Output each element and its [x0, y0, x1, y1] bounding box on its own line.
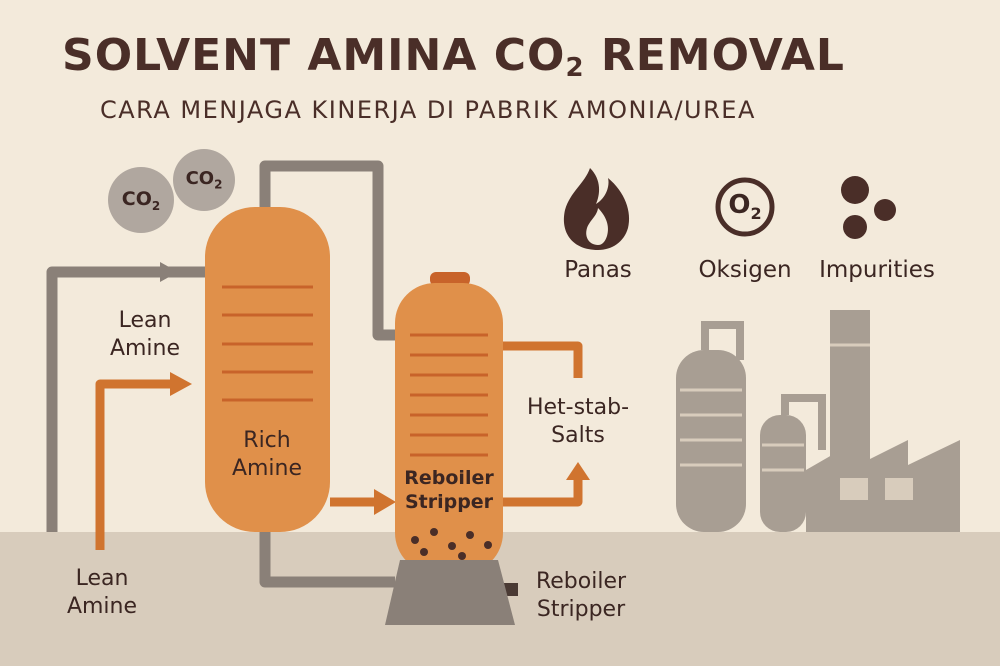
stripper-cap	[430, 272, 470, 286]
co2-bubble-1	[108, 167, 174, 233]
page-title: SOLVENT AMINA CO2 REMOVAL	[62, 30, 845, 83]
factor-label-panas: Panas	[564, 257, 632, 283]
oxygen-icon	[715, 177, 775, 237]
factory-bands	[680, 343, 870, 472]
factor-label-oksigen: Oksigen	[698, 257, 792, 283]
co2-bubble-label-1: CO2	[121, 188, 161, 213]
het-stab-salts-label: Het-stab-Salts	[526, 395, 630, 448]
salts-up-arrow	[566, 462, 590, 480]
absorber-column	[205, 207, 330, 532]
particles-icon	[841, 176, 896, 239]
factor-label-impurities: Impurities	[819, 257, 935, 283]
flame-icon	[563, 168, 630, 250]
lean-inlet-arrow	[160, 262, 178, 282]
stripper-column	[395, 283, 503, 573]
gray-pipes	[46, 160, 395, 588]
stripper-trays	[410, 333, 488, 457]
page-subtitle: CARA MENJAGA KINERJA DI PABRIK AMONIA/UR…	[100, 96, 756, 124]
absorber-trays	[222, 285, 313, 402]
co2-bubble-2	[173, 149, 235, 211]
reboiler-base	[385, 560, 515, 625]
oxygen-symbol: O2	[728, 190, 762, 224]
sludge-dots	[411, 528, 492, 560]
rich-inlet-arrow	[170, 372, 192, 396]
co2-bubble-label-2: CO2	[185, 168, 223, 192]
orange-pipes	[95, 341, 583, 550]
to-stripper-arrow	[374, 489, 396, 515]
factory-illustration	[676, 310, 960, 532]
